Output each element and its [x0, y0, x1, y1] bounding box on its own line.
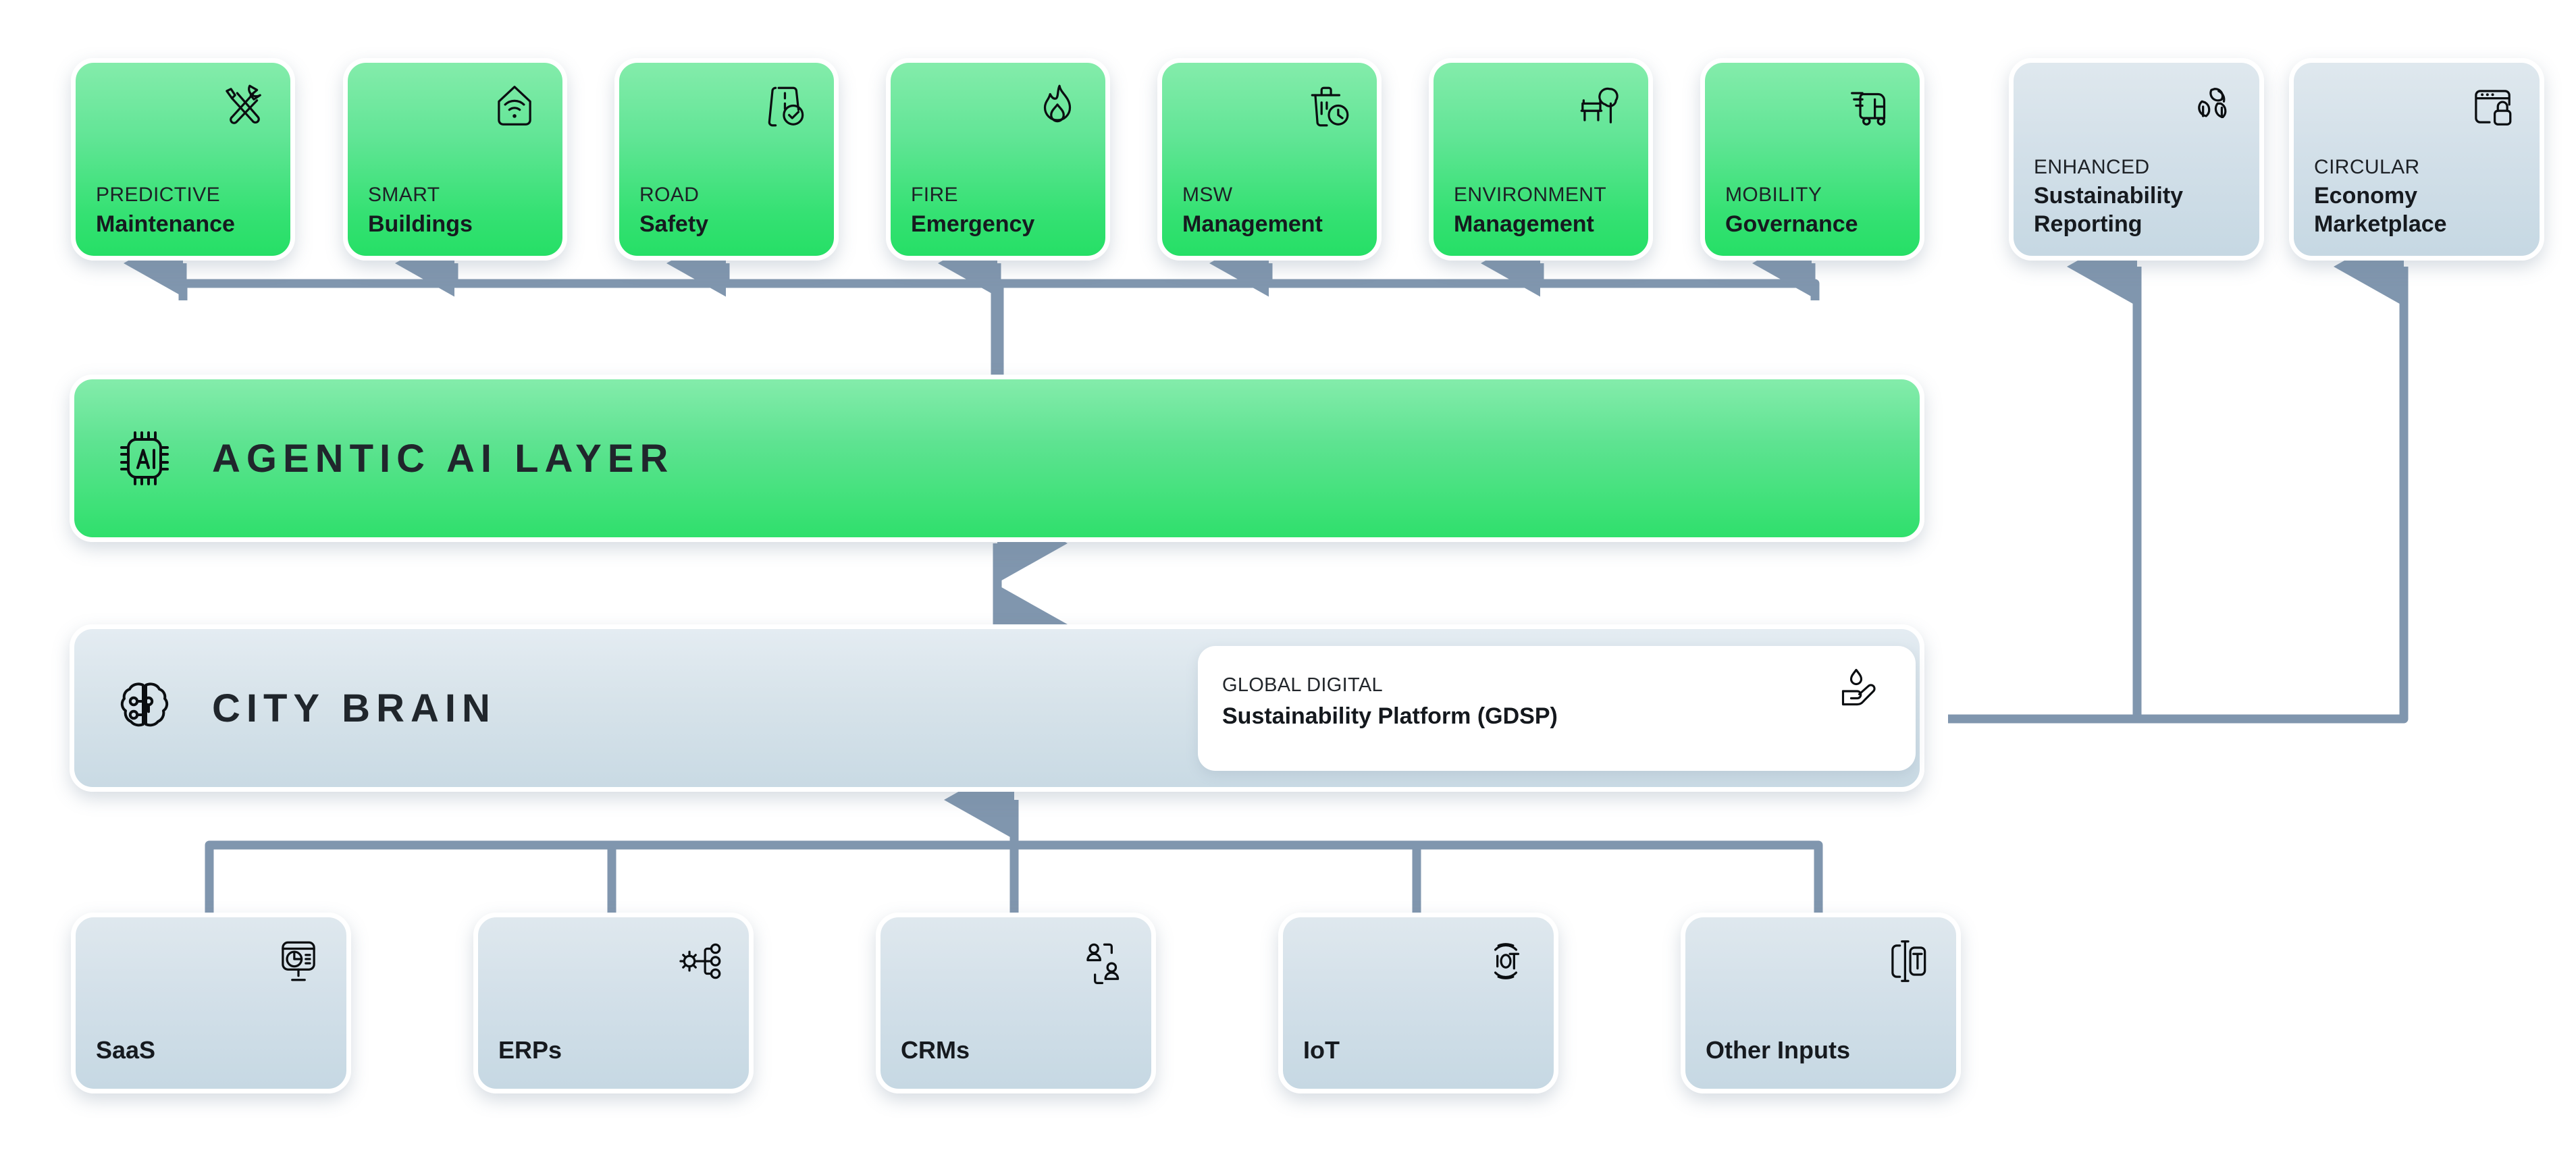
- card-eyebrow: MOBILITY: [1725, 184, 1822, 207]
- use-case-card-msw-management[interactable]: MSW Management: [1157, 58, 1382, 261]
- card-title: Sustainability Reporting: [2034, 183, 2184, 237]
- card-title: Management: [1182, 211, 1323, 237]
- iot-signal-icon: [1477, 932, 1535, 990]
- use-case-card-fire-emergency[interactable]: FIRE Emergency: [886, 58, 1110, 261]
- card-title: Buildings: [368, 211, 473, 237]
- input-card-title: Other Inputs: [1706, 1036, 1850, 1064]
- input-card-title: SaaS: [96, 1036, 156, 1064]
- card-eyebrow: CIRCULAR: [2314, 155, 2420, 178]
- card-text: MSW Management: [1182, 182, 1361, 238]
- card-eyebrow: SMART: [368, 184, 440, 207]
- input-card-title: IoT: [1303, 1036, 1340, 1064]
- card-eyebrow: PREDICTIVE: [96, 184, 221, 207]
- input-card-other-inputs[interactable]: Other Inputs: [1681, 913, 1961, 1093]
- dashboard-monitor-icon: [269, 932, 327, 990]
- browser-lock-icon: [2463, 78, 2521, 136]
- recycle-leaf-icon: [2182, 78, 2240, 136]
- card-text: ENHANCED Sustainability Reporting: [2034, 155, 2243, 238]
- input-card-saas[interactable]: SaaS: [71, 913, 351, 1093]
- outcome-card-sustainability-reporting[interactable]: ENHANCED Sustainability Reporting: [2009, 58, 2264, 261]
- card-title: Maintenance: [96, 211, 235, 237]
- card-text: FIRE Emergency: [911, 182, 1089, 238]
- card-text: ROAD Safety: [639, 182, 818, 238]
- card-text: CIRCULAR Economy Marketplace: [2314, 155, 2523, 238]
- brain-network-icon: [109, 673, 180, 743]
- card-text: ENVIRONMENT Management: [1454, 182, 1632, 238]
- gdsp-text: GLOBAL DIGITAL Sustainability Platform (…: [1222, 673, 1558, 731]
- card-title: Economy Marketplace: [2314, 183, 2447, 237]
- text-field-icon: [1879, 932, 1937, 990]
- card-title: Management: [1454, 211, 1594, 237]
- card-eyebrow: ENVIRONMENT: [1454, 184, 1607, 207]
- use-case-card-predictive-maintenance[interactable]: PREDICTIVE Maintenance: [71, 58, 295, 261]
- use-case-card-road-safety[interactable]: ROAD Safety: [614, 58, 839, 261]
- input-card-iot[interactable]: IoT: [1278, 913, 1558, 1093]
- card-title: Governance: [1725, 211, 1858, 237]
- tools-icon: [213, 78, 271, 136]
- trash-clock-icon: [1300, 78, 1358, 136]
- ai-chip-icon: [109, 423, 180, 493]
- card-eyebrow: ENHANCED: [2034, 155, 2150, 178]
- hand-water-drop-icon: [1832, 661, 1889, 718]
- contacts-users-icon: [1074, 932, 1132, 990]
- road-check-icon: [757, 78, 815, 136]
- use-case-card-smart-buildings[interactable]: SMART Buildings: [343, 58, 567, 261]
- agentic-ai-layer-bar[interactable]: AGENTIC AI LAYER: [70, 375, 1924, 542]
- card-text: SMART Buildings: [368, 182, 546, 238]
- gear-nodes-icon: [672, 932, 730, 990]
- card-text: MOBILITY Governance: [1725, 182, 1903, 238]
- use-case-card-environment-management[interactable]: ENVIRONMENT Management: [1429, 58, 1653, 261]
- input-card-title: ERPs: [498, 1036, 562, 1064]
- card-title: Safety: [639, 211, 709, 237]
- flame-icon: [1028, 78, 1086, 136]
- gdsp-title: Sustainability Platform (GDSP): [1222, 703, 1558, 729]
- card-title: Emergency: [911, 211, 1035, 237]
- outcome-card-circular-economy-marketplace[interactable]: CIRCULAR Economy Marketplace: [2289, 58, 2544, 261]
- input-card-title: CRMs: [901, 1036, 970, 1064]
- input-card-crms[interactable]: CRMs: [876, 913, 1156, 1093]
- gdsp-eyebrow: GLOBAL DIGITAL: [1222, 674, 1383, 696]
- use-case-card-mobility-governance[interactable]: MOBILITY Governance: [1700, 58, 1924, 261]
- card-eyebrow: MSW: [1182, 184, 1233, 207]
- bus-speed-icon: [1843, 78, 1901, 136]
- agentic-ai-layer-label: AGENTIC AI LAYER: [212, 436, 675, 481]
- input-card-erps[interactable]: ERPs: [473, 913, 754, 1093]
- smart-home-wifi-icon: [485, 78, 544, 136]
- city-brain-label: CITY BRAIN: [212, 686, 496, 730]
- card-text: PREDICTIVE Maintenance: [96, 182, 274, 238]
- card-eyebrow: ROAD: [639, 184, 700, 207]
- park-bench-tree-icon: [1571, 78, 1629, 136]
- gdsp-card[interactable]: GLOBAL DIGITAL Sustainability Platform (…: [1198, 646, 1916, 771]
- card-eyebrow: FIRE: [911, 184, 958, 207]
